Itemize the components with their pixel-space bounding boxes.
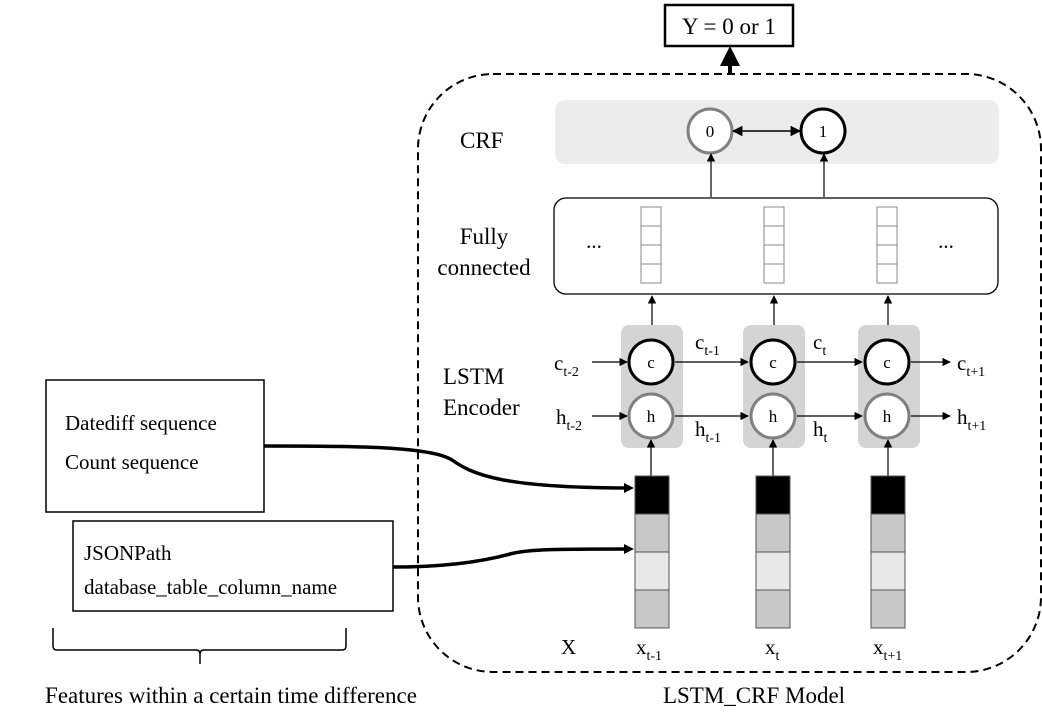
features-caption: Features within a certain time differenc… (45, 683, 417, 708)
svg-text:c: c (769, 353, 777, 372)
fc-vector-1 (640, 206, 662, 284)
output-box: Y = 0 or 1 (663, 3, 795, 48)
label-h-t+1: ht+1 (957, 405, 986, 434)
svg-text:c: c (883, 353, 891, 372)
label-c-t-2: ct-2 (554, 351, 579, 380)
svg-text:h: h (647, 407, 656, 426)
feature-column-name: database_table_column_name (84, 575, 337, 599)
lstm-cell-2: c h (749, 338, 797, 440)
connector-sequences-head (624, 483, 634, 493)
crf-label: CRF (460, 128, 503, 153)
svg-text:c: c (647, 353, 655, 372)
lstm-label-line1: LSTM (443, 364, 504, 389)
lstm-cell-3: c h (863, 338, 911, 440)
crf-panel (555, 100, 999, 164)
feature-datediff: Datediff sequence (65, 411, 217, 435)
lstm-cell-1: c h (627, 338, 675, 440)
feature-jsonpath: JSONPath (84, 541, 172, 565)
label-h-t-1: ht-1 (695, 417, 721, 446)
label-x-t+1: xt+1 (873, 635, 902, 664)
label-x-t: xt (765, 635, 780, 664)
connector-json (392, 547, 631, 569)
label-c-t: ct (813, 330, 826, 359)
features-brace (52, 628, 347, 664)
input-vector-1 (634, 475, 670, 629)
feature-box-json: JSONPath database_table_column_name (72, 520, 394, 612)
label-x-t-1: xt-1 (636, 635, 662, 664)
label-c-t-1: ct-1 (695, 330, 720, 359)
fc-label-line2: connected (437, 255, 531, 280)
fc-ellipsis-left: ... (586, 229, 602, 253)
fc-vector-2 (763, 206, 785, 284)
svg-text:h: h (883, 407, 892, 426)
label-h-t: ht (813, 417, 828, 446)
input-vector-2 (755, 475, 791, 629)
fc-label-line1: Fully (460, 224, 509, 249)
lstm-label-line2: Encoder (443, 395, 520, 420)
svg-text:h: h (769, 407, 778, 426)
crf-node-1-label: 1 (819, 122, 828, 141)
connector-json-head (624, 544, 634, 554)
feature-count: Count sequence (65, 450, 199, 474)
x-label: X (561, 635, 576, 659)
fc-ellipsis-right: ... (938, 229, 954, 253)
label-h-t-2: ht-2 (556, 405, 582, 434)
crf-node-0-label: 0 (706, 122, 715, 141)
label-c-t+1: ct+1 (957, 351, 985, 380)
feature-box-sequences: Datediff sequence Count sequence (45, 379, 265, 513)
model-caption: LSTM_CRF Model (663, 683, 845, 708)
connector-sequences (263, 444, 631, 490)
model-boundary (417, 73, 1042, 673)
output-label: Y = 0 or 1 (682, 14, 776, 39)
fc-vector-3 (876, 206, 898, 284)
input-vector-3 (870, 475, 906, 629)
